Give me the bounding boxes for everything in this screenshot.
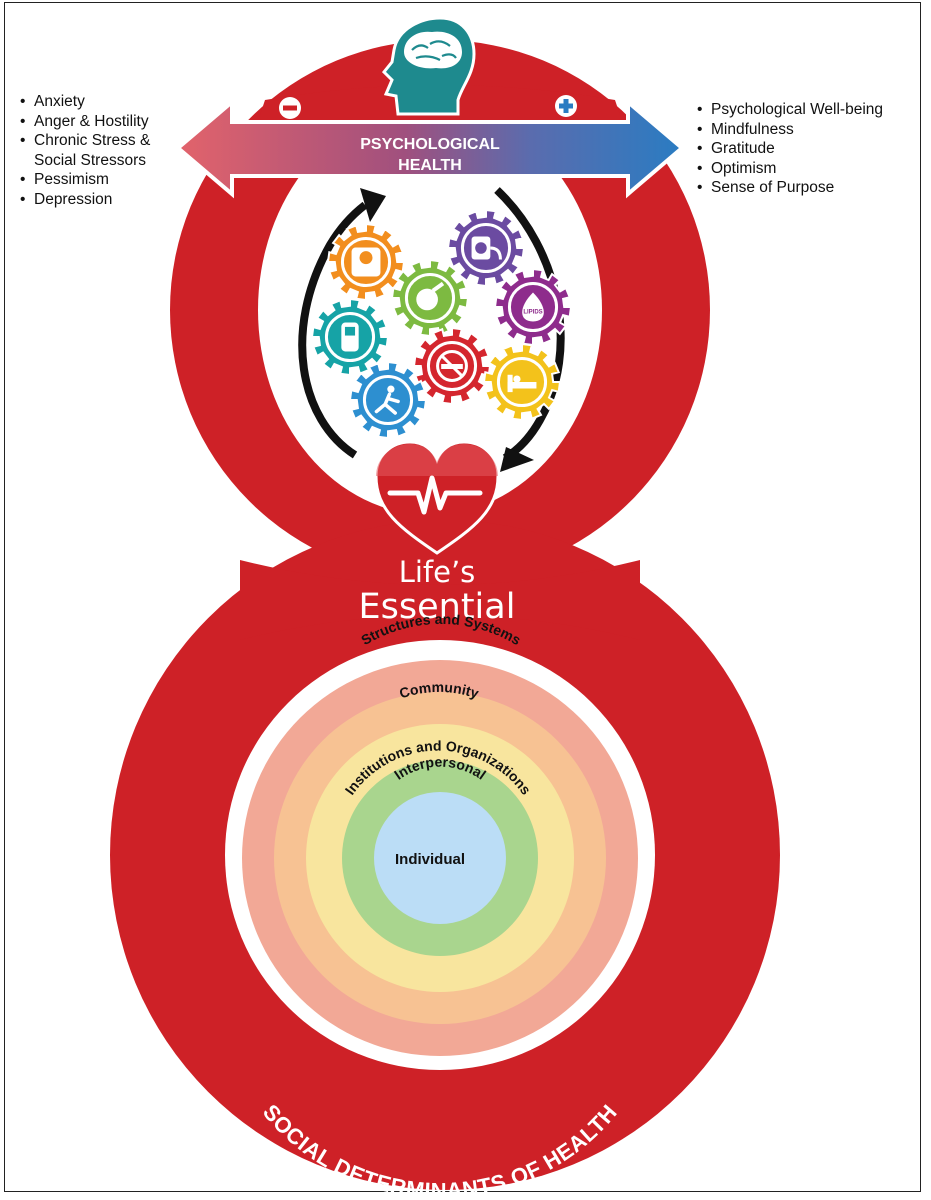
positive-factor-item: Sense of Purpose xyxy=(697,178,883,198)
negative-factor-item: Pessimism xyxy=(20,170,150,190)
psych-title-line1: PSYCHOLOGICAL xyxy=(360,136,500,153)
scale-icon xyxy=(351,247,381,277)
blood-pressure-icon xyxy=(471,236,502,260)
ring-label-individual: Individual xyxy=(395,851,465,868)
psychological-health-arrow xyxy=(174,97,686,199)
sleep-icon xyxy=(507,374,537,393)
gear-sleep-icon xyxy=(482,342,562,422)
healthy-food-icon xyxy=(416,281,445,311)
no-smoking-icon xyxy=(436,350,468,382)
gear-blood-pressure-icon xyxy=(446,208,526,288)
negative-factor-item: Anger & Hostility xyxy=(20,112,150,132)
ring-label-community: Community xyxy=(397,679,481,701)
negative-factor-item: Anxiety xyxy=(20,92,150,112)
negative-factor-item: Depression xyxy=(20,190,150,210)
svg-text:LIPIDS: LIPIDS xyxy=(523,309,542,315)
plus-icon xyxy=(555,95,577,117)
positive-factor-item: Psychological Well-being xyxy=(697,100,883,120)
minus-icon xyxy=(279,97,301,119)
lipids-icon: LIPIDS xyxy=(522,292,544,322)
physical-activity-icon xyxy=(374,385,400,415)
negative-factors-list: Anxiety Anger & Hostility Chronic Stress… xyxy=(20,92,150,210)
socio-ecological-rings xyxy=(242,660,638,1056)
positive-factors-list: Psychological Well-being Mindfulness Gra… xyxy=(697,100,883,198)
gear-physical-activity-icon xyxy=(348,360,428,440)
head-brain-icon xyxy=(381,16,476,116)
ring-individual xyxy=(374,792,506,924)
lifes-title-line1: Life’s xyxy=(399,555,476,589)
positive-factor-item: Optimism xyxy=(697,159,883,179)
negative-factor-item: Chronic Stress & xyxy=(20,131,150,151)
positive-factor-item: Gratitude xyxy=(697,139,883,159)
lifes-title-line2: Essential xyxy=(359,587,516,627)
gear-lipids-icon: LIPIDS xyxy=(493,267,573,347)
gears-cluster: LIPIDS xyxy=(310,208,573,440)
glucose-meter-icon xyxy=(341,322,359,352)
gear-glucose-meter-icon xyxy=(310,297,390,377)
gear-no-smoking-icon xyxy=(412,326,492,406)
positive-factor-item: Mindfulness xyxy=(697,120,883,140)
gear-scale-icon xyxy=(326,222,406,302)
gear-healthy-food-icon xyxy=(390,258,470,338)
heart-ecg-icon xyxy=(374,440,500,555)
psych-title-line2: HEALTH xyxy=(398,157,462,174)
negative-factor-item-continuation: Social Stressors xyxy=(34,151,146,169)
